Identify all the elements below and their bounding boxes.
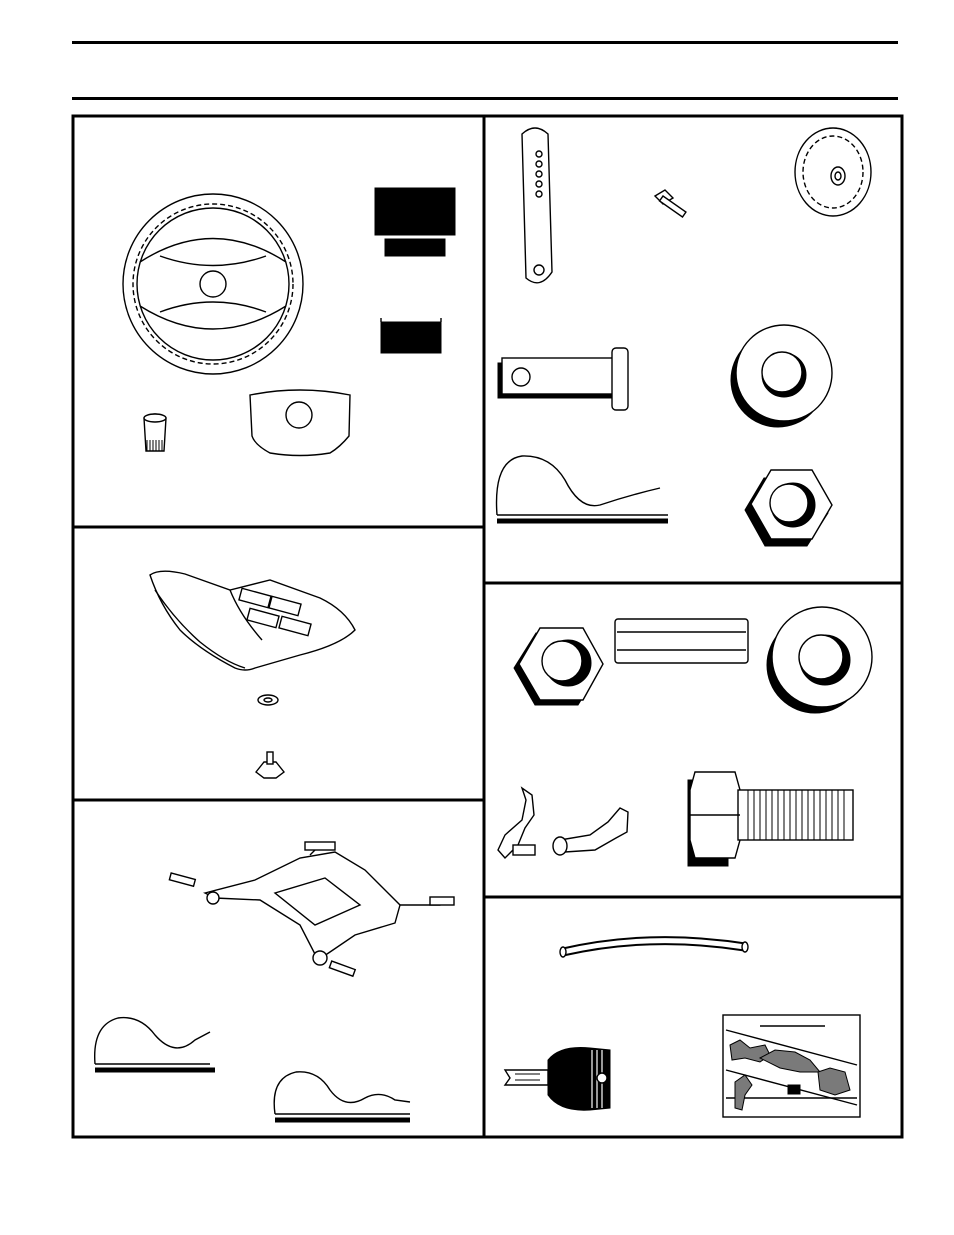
shoulder-bolt-icon (655, 190, 686, 217)
flat-washer-icon (731, 325, 832, 427)
brackets-icon (498, 788, 628, 858)
hex-bolt-icon (688, 772, 853, 866)
hose-icon (560, 941, 748, 957)
lift-link-icon (522, 128, 552, 283)
seat-washer-icon (258, 695, 278, 705)
ignition-key-icon (505, 1048, 610, 1111)
seat-pan-parts-panel (95, 842, 454, 1120)
hardware-parts-b-panel (498, 607, 872, 866)
seat-pan-assembly-icon (169, 842, 454, 976)
hairpin-clip-large-icon (95, 1018, 215, 1070)
spacer-icon (615, 619, 748, 663)
gauge-wheel-icon (795, 128, 871, 216)
steering-cap-icon (250, 390, 350, 456)
clevis-pin-icon (498, 348, 628, 410)
steering-insert-icon (375, 188, 455, 256)
hex-nut-icon (514, 628, 603, 705)
steering-wheel-icon (123, 194, 303, 374)
decal-icon (723, 1015, 860, 1117)
lock-nut-icon (745, 470, 832, 546)
hardware-parts-a-panel (497, 128, 871, 546)
hairpin-clip-icon (497, 456, 668, 521)
hairpin-clip-small-icon (274, 1072, 410, 1120)
misc-parts-panel (505, 941, 860, 1117)
seat-icon (150, 571, 355, 670)
large-washer-icon (767, 607, 872, 713)
steering-insert-small-icon (381, 318, 441, 353)
seat-knob-icon (256, 752, 284, 778)
steering-bellows-icon (144, 414, 166, 451)
steering-parts-panel (123, 188, 455, 456)
seat-parts-panel (150, 571, 355, 778)
